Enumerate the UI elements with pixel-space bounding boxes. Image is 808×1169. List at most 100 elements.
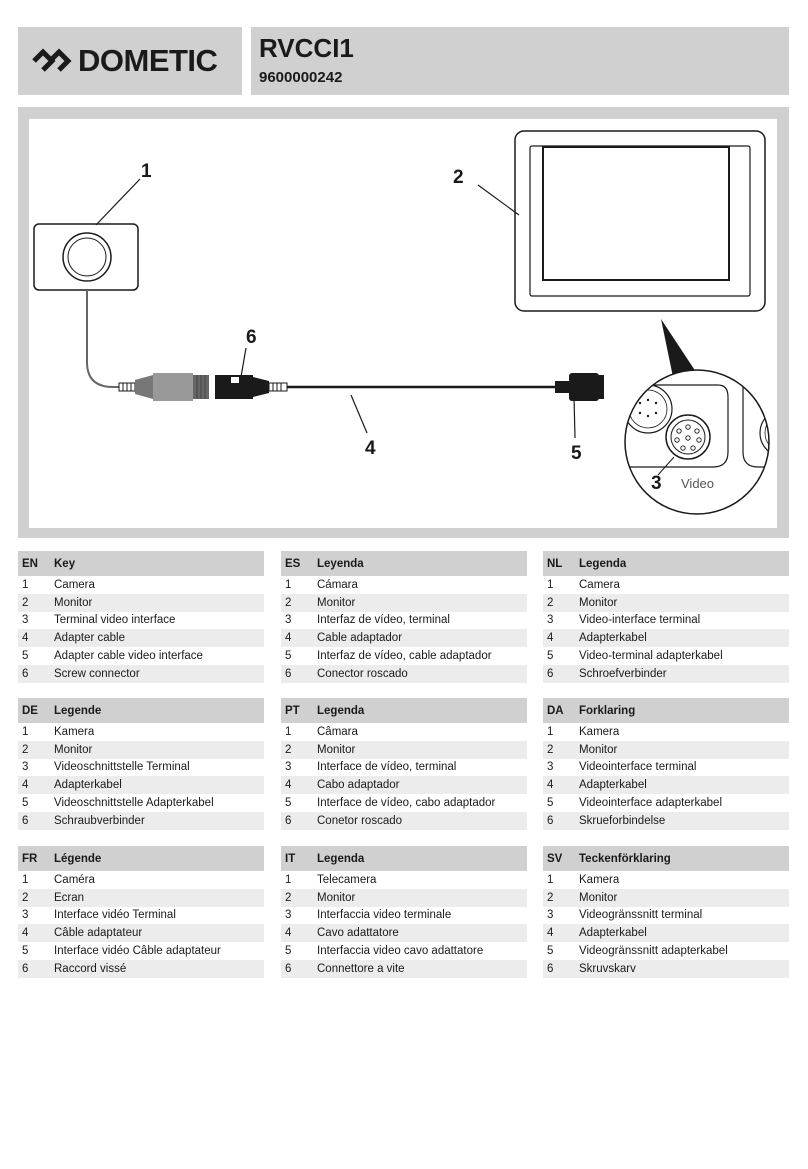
wiring-diagram: Video 1 2 3 4 5 6 <box>33 130 770 515</box>
legend-title: Legenda <box>317 852 365 865</box>
legend-title: Legenda <box>317 704 365 717</box>
adapter-video-interface-icon <box>555 373 604 401</box>
camera-connector-icon <box>135 373 209 401</box>
monitor-icon <box>514 130 766 312</box>
callout-1: 1 <box>141 161 152 182</box>
legend-lang: NL <box>547 557 563 570</box>
legend-title: Leyenda <box>317 557 364 570</box>
legend-lang: PT <box>285 704 300 717</box>
legend-title: Forklaring <box>579 704 636 717</box>
legend-lang: EN <box>22 557 38 570</box>
wiring-diagram-frame: Video 1 2 3 4 5 6 <box>18 107 789 538</box>
legend-title: Legenda <box>579 557 627 570</box>
screw-connector-icon <box>215 375 269 399</box>
video-label: Video <box>681 476 714 491</box>
terminal-video-interface-detail: Video <box>624 369 770 515</box>
brand-name: DOMETIC <box>78 43 218 78</box>
legend-title: Key <box>54 557 76 570</box>
legend-lang: IT <box>285 852 296 865</box>
callout-5: 5 <box>571 443 582 464</box>
adapter-strain-relief <box>268 382 288 392</box>
callout-2: 2 <box>453 167 464 188</box>
callout-4: 4 <box>365 438 376 459</box>
title-box: RVCCI1 9600000242 <box>251 27 789 95</box>
legend-lang: DE <box>22 704 38 717</box>
camera-icon <box>33 223 139 291</box>
cable-strain-relief <box>118 382 136 392</box>
callout-3: 3 <box>651 473 662 494</box>
callout-6: 6 <box>246 327 257 348</box>
legend-lang: DA <box>547 704 564 717</box>
legend-lang: ES <box>285 557 301 570</box>
legend-title: Légende <box>54 852 102 865</box>
legend-title: Legende <box>54 704 102 717</box>
model-name: RVCCI1 <box>259 33 354 63</box>
brand-logo-box: DOMETIC <box>18 27 242 95</box>
dometic-logo-icon <box>32 48 72 72</box>
part-number: 9600000242 <box>259 69 343 86</box>
zoom-pointer <box>661 319 696 377</box>
legend-lang: SV <box>547 852 563 865</box>
legend-lang: FR <box>22 852 38 865</box>
